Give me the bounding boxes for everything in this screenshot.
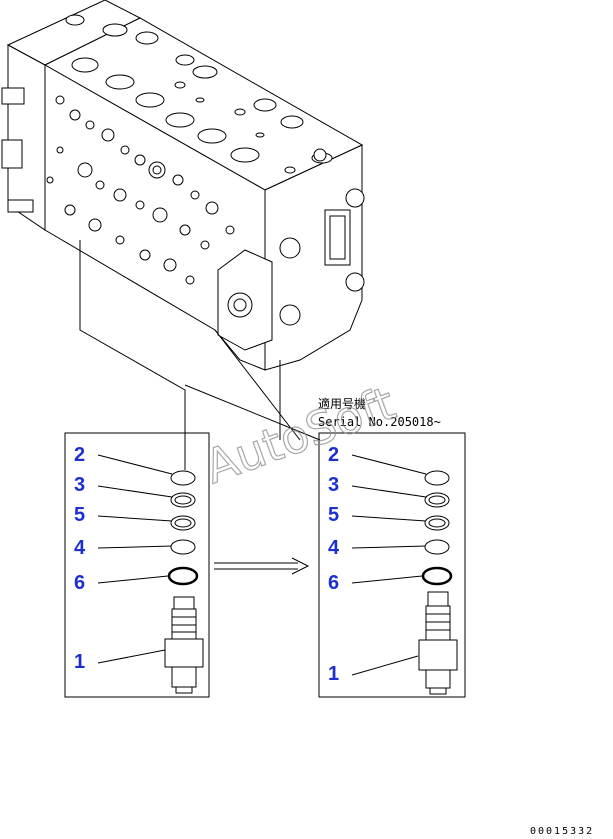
watermark-logo: AutoSoft [198,376,402,494]
callout-1: 1 [328,663,339,685]
callout-5: 5 [74,504,85,526]
right-parts-panel: 2 3 5 4 6 1 [318,432,466,698]
top-ports [65,14,333,174]
callout-4: 4 [74,537,86,559]
part-6-oring [421,566,453,586]
callout-2: 2 [328,444,339,466]
left-parts-panel: 2 3 5 4 6 1 [64,432,210,698]
callout-1: 1 [74,651,85,673]
part-2-seal [424,470,450,486]
document-number: 00015332 [530,826,594,837]
end-cover [279,148,365,326]
transition-arrow [214,557,310,575]
serial-number-label: Serial No.205018~ [318,415,441,429]
callout-5: 5 [328,504,339,526]
callout-4: 4 [328,537,340,559]
part-6-oring [167,566,199,586]
callout-2: 2 [74,444,85,466]
part-2-seal [170,470,196,486]
leader-lines [79,240,321,470]
callout-3: 3 [328,474,339,496]
callout-3: 3 [74,474,85,496]
applicability-label-jp: 適用号機 [318,396,366,411]
left-bracket [1,87,34,213]
control-valve-block [1,0,365,371]
front-ports [46,95,235,285]
part-1-valve-cartridge [418,591,458,695]
part-4-seal [170,539,196,555]
callout-6: 6 [74,572,85,594]
callout-6: 6 [328,572,339,594]
part-1-valve-cartridge [164,596,204,694]
part-4-seal [424,539,450,555]
